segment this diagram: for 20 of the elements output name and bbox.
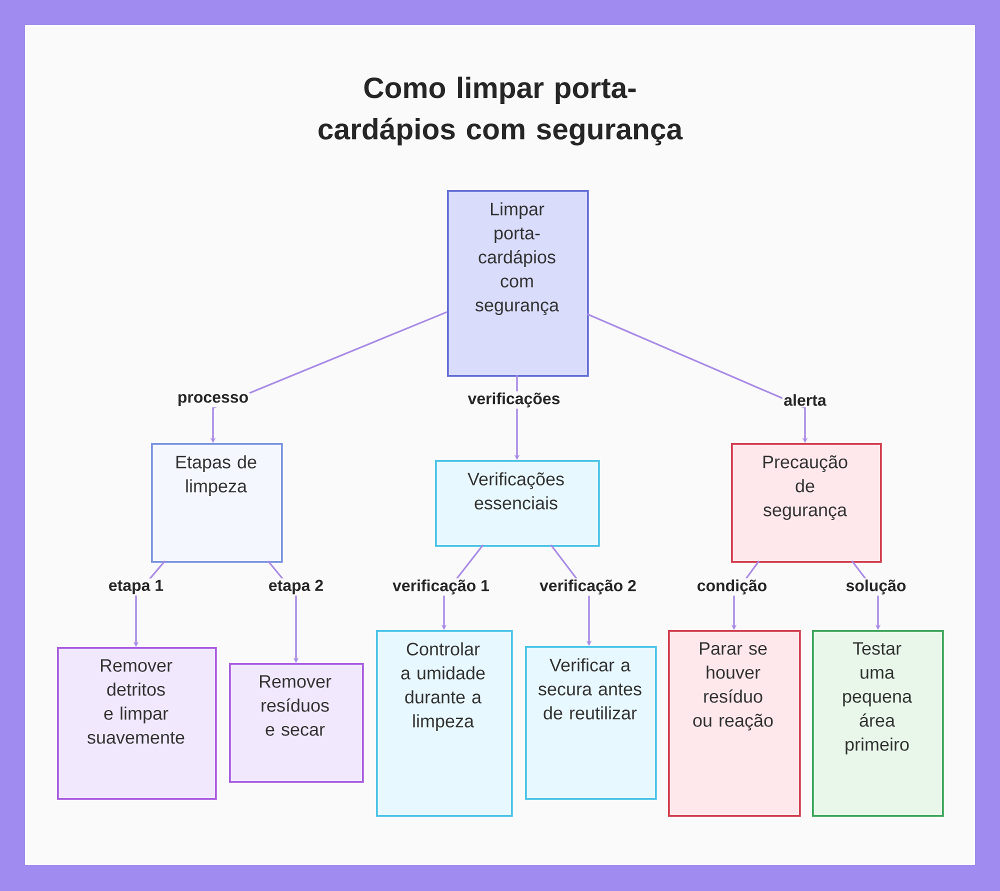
process-box: Etapas de limpeza: [151, 443, 283, 563]
process-box: Testar uma pequena área primeiro: [812, 630, 944, 817]
edge-label: processo: [176, 392, 250, 408]
edge-label: verificações: [466, 391, 562, 409]
process-box: Parar se houver resíduo ou reação: [668, 630, 801, 817]
process-box: Remover detritos e limpar suavemente: [57, 647, 217, 800]
process-box: Precaução de segurança: [731, 443, 882, 563]
edge-label: etapa 2: [267, 578, 325, 596]
process-box: Controlar a umidade durante a limpeza: [376, 630, 513, 817]
title: Como limpar porta-cardápios com segurança: [318, 76, 683, 146]
edge-label: condição: [696, 578, 768, 596]
edge-label: solução: [844, 578, 908, 596]
edge-label: alerta: [782, 392, 828, 408]
process-box: Verificar a secura antes de reutilizar: [525, 646, 657, 800]
edge-label: etapa 1: [107, 578, 165, 596]
edge-label: verificação 1: [391, 578, 491, 596]
process-box: Limpar porta-cardápios com segurança: [447, 190, 589, 377]
process-box: Remover resíduos e secar: [229, 663, 364, 783]
edge-label: verificação 2: [538, 578, 638, 596]
process-box: Verificações essenciais: [435, 460, 600, 547]
